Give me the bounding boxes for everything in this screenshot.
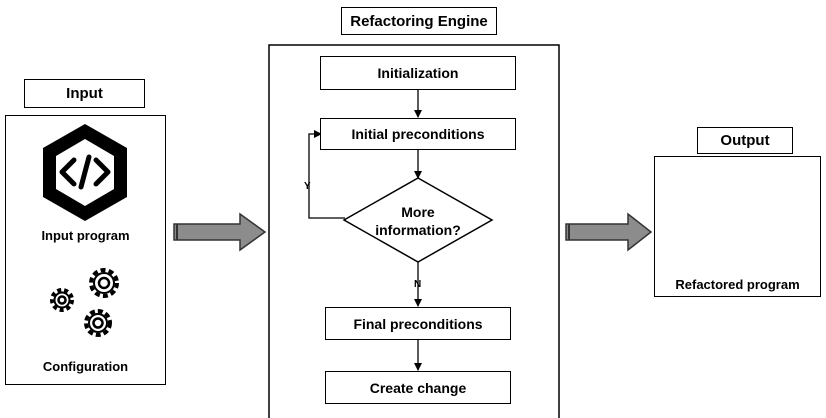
step-final-preconditions: Final preconditions (325, 307, 511, 340)
gears-icon (50, 268, 119, 337)
step-initial-preconditions: Initial preconditions (320, 118, 516, 150)
output-title: Output (697, 127, 793, 154)
engine-panel (268, 44, 560, 418)
arrow-yes-loop (308, 130, 345, 219)
output-panel (654, 156, 821, 297)
step-create-change: Create change (325, 371, 511, 404)
decision-label: More information? (375, 204, 461, 238)
engine-to-output-arrow (565, 212, 653, 252)
step-initialization: Initialization (320, 56, 516, 90)
no-label: N (414, 279, 422, 290)
engine-title: Refactoring Engine (341, 7, 497, 35)
input-to-engine-arrow (173, 212, 267, 252)
input-title: Input (24, 79, 145, 108)
refactored-program-label: Refactored program (675, 277, 800, 292)
code-hexagon-icon (43, 124, 127, 221)
input-program-label: Input program (41, 228, 130, 243)
yes-label: Y (304, 181, 311, 192)
configuration-label: Configuration (42, 359, 129, 374)
decision-diamond (342, 177, 494, 263)
